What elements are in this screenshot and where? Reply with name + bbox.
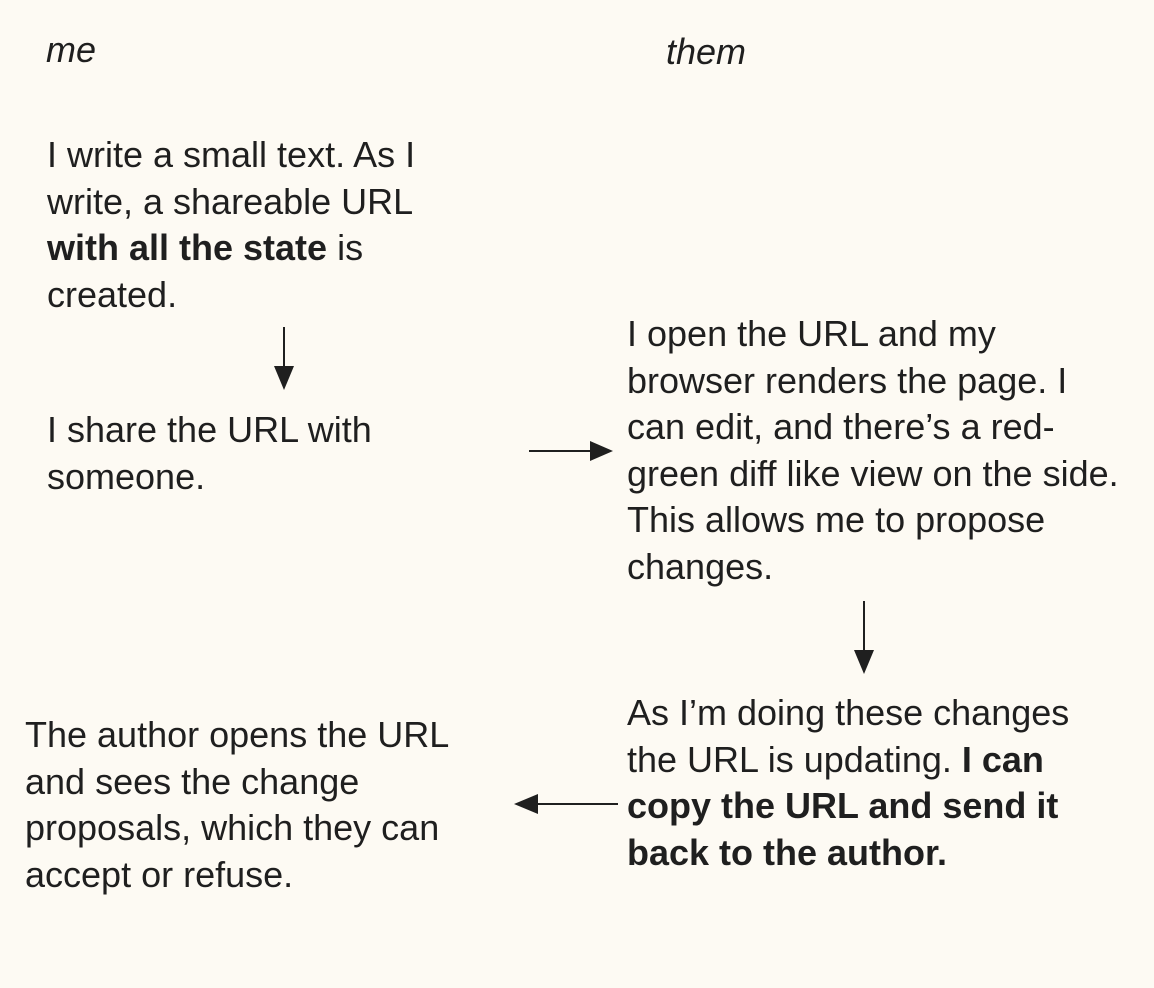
arrow-open-to-update [854, 601, 874, 674]
step-write-emphasis: with all the state [47, 227, 328, 268]
step-open-text: I open the URL and my browser renders th… [627, 313, 1119, 587]
step-write-text: I write a small text. As I write, a shar… [47, 134, 416, 315]
arrow-update-to-review [514, 794, 618, 814]
column-header-me: me [46, 29, 97, 70]
arrow-share-to-open [529, 441, 613, 461]
step-share-text: I share the URL with someone. [47, 409, 372, 497]
arrow-write-to-share [274, 327, 294, 390]
step-review-text: The author opens the URL and sees the ch… [25, 714, 448, 895]
step-update-text: As I’m doing these changes the URL is up… [627, 692, 1070, 873]
step-update-emphasis: I can copy the URL and send it back to t… [627, 738, 1059, 873]
column-header-them: them [666, 31, 747, 72]
